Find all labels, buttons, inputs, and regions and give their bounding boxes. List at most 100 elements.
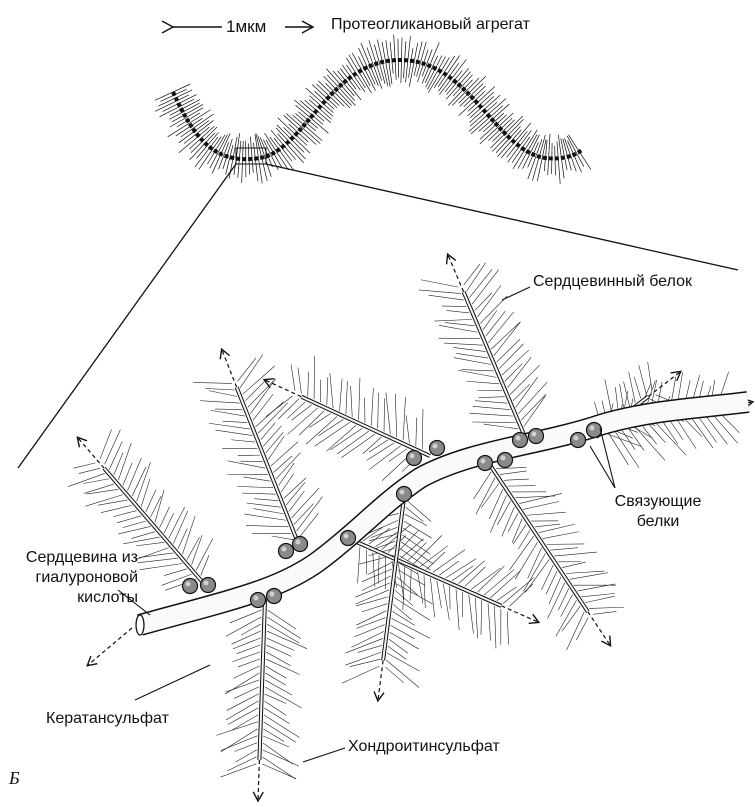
- chain-bristle: [546, 571, 557, 594]
- chain-bristle: [369, 534, 396, 541]
- chain-bristle: [461, 370, 494, 371]
- chain-bristle: [390, 632, 419, 649]
- chain-bristle: [346, 381, 348, 414]
- chain-bristle: [471, 568, 500, 589]
- chain-bristle: [556, 600, 577, 636]
- chain-bristle: [508, 486, 536, 487]
- chain-bristle: [388, 646, 406, 659]
- chain-bristle: [419, 290, 461, 294]
- chain-bristle: [141, 479, 150, 507]
- chain-bristle: [386, 660, 419, 688]
- chain-bristle: [516, 377, 538, 407]
- chain-bristle: [209, 423, 250, 429]
- chain-bristle: [233, 666, 259, 679]
- chain-bristle: [527, 512, 566, 515]
- chain-bristle: [512, 519, 522, 543]
- chain-bristle: [508, 357, 532, 388]
- chain-bristle: [369, 440, 388, 452]
- chain-bristle: [387, 653, 420, 671]
- chain-bristle: [394, 598, 430, 621]
- chain-bristle: [256, 402, 284, 427]
- link-protein: [201, 578, 216, 593]
- aggregate-bristle: [464, 86, 486, 107]
- chain-bristle: [535, 524, 560, 527]
- chain-bristle: [265, 673, 285, 685]
- chain-bristle: [474, 472, 491, 499]
- chain-bristle: [359, 378, 360, 420]
- chain-bristle: [215, 430, 252, 436]
- fiber-extension-arrow: [648, 372, 680, 396]
- chain-bristle: [272, 536, 294, 540]
- chain-bristle: [209, 391, 237, 397]
- link-protein: [397, 487, 412, 502]
- chain-bristle: [246, 503, 280, 507]
- chain-bristle: [515, 542, 537, 579]
- chain-bristle: [385, 667, 403, 683]
- chain-bristle: [351, 631, 383, 647]
- link-protein-highlight: [296, 540, 301, 545]
- chain-bristle: [581, 593, 615, 596]
- link-protein: [430, 441, 445, 456]
- chain-bristle: [373, 552, 375, 586]
- chain-bristle: [242, 493, 275, 494]
- chain-bristle: [466, 381, 499, 384]
- chain-bristle: [473, 406, 510, 409]
- chain-bristle: [467, 263, 486, 291]
- chain-bristle: [216, 722, 257, 736]
- chain-bristle: [523, 554, 545, 592]
- chain-bristle: [135, 548, 168, 560]
- link-protein: [513, 433, 528, 448]
- chain-bristle: [223, 421, 248, 422]
- aggregate-bristle: [390, 42, 393, 73]
- chain-bristle: [445, 323, 475, 326]
- chain-bristle: [447, 310, 470, 312]
- chain-bristle: [439, 561, 459, 575]
- chain-bristle: [705, 414, 728, 444]
- chain-bristle: [74, 463, 96, 468]
- link-protein: [279, 544, 294, 559]
- chain-bristle: [131, 532, 155, 539]
- chain-bristle: [234, 743, 257, 752]
- link-protein-highlight: [501, 456, 506, 461]
- chain-bristle: [634, 377, 641, 399]
- chain-bristle: [267, 631, 307, 649]
- chain-bristle: [418, 572, 423, 603]
- chain-bristle: [362, 604, 388, 612]
- chain-bristle: [227, 694, 259, 711]
- chain-bristle: [475, 598, 477, 639]
- chain-bristle: [508, 513, 518, 533]
- chain-bristle: [378, 393, 379, 429]
- chain-bristle: [264, 708, 289, 724]
- chain-bristle: [650, 425, 666, 443]
- chain-bristle: [523, 501, 559, 509]
- link-protein-highlight: [254, 596, 259, 601]
- chain-bristle: [228, 461, 266, 468]
- chain-bristle: [606, 433, 641, 446]
- chain-bristle: [562, 562, 586, 568]
- chain-bristle: [201, 555, 209, 575]
- chain-bristle: [416, 418, 417, 446]
- chain-bristle: [235, 750, 256, 762]
- chain-bristle: [355, 590, 389, 604]
- chain-bristle: [475, 293, 492, 311]
- chain-bristle: [504, 479, 529, 480]
- chain-bristle: [263, 750, 299, 766]
- chain-bristle: [539, 524, 575, 533]
- chain-bristle: [253, 394, 273, 420]
- chain-bristle: [327, 377, 328, 405]
- chain-bristle: [576, 618, 588, 641]
- chain-bristle: [403, 397, 405, 440]
- chain-bristle: [469, 413, 513, 416]
- chain-bristle: [395, 394, 396, 438]
- chain-bristle: [263, 729, 284, 741]
- fiber-extension-arrow: [588, 612, 610, 645]
- chain-bristle: [698, 416, 717, 443]
- link-protein-highlight: [433, 444, 438, 449]
- chain-bristle: [238, 659, 260, 667]
- link-protein-highlight: [204, 581, 209, 586]
- core-protein-label: Сердцевинный белок: [533, 272, 692, 292]
- chain-bristle: [206, 388, 235, 390]
- chain-bristle: [507, 612, 508, 645]
- chain-bristle: [480, 296, 507, 323]
